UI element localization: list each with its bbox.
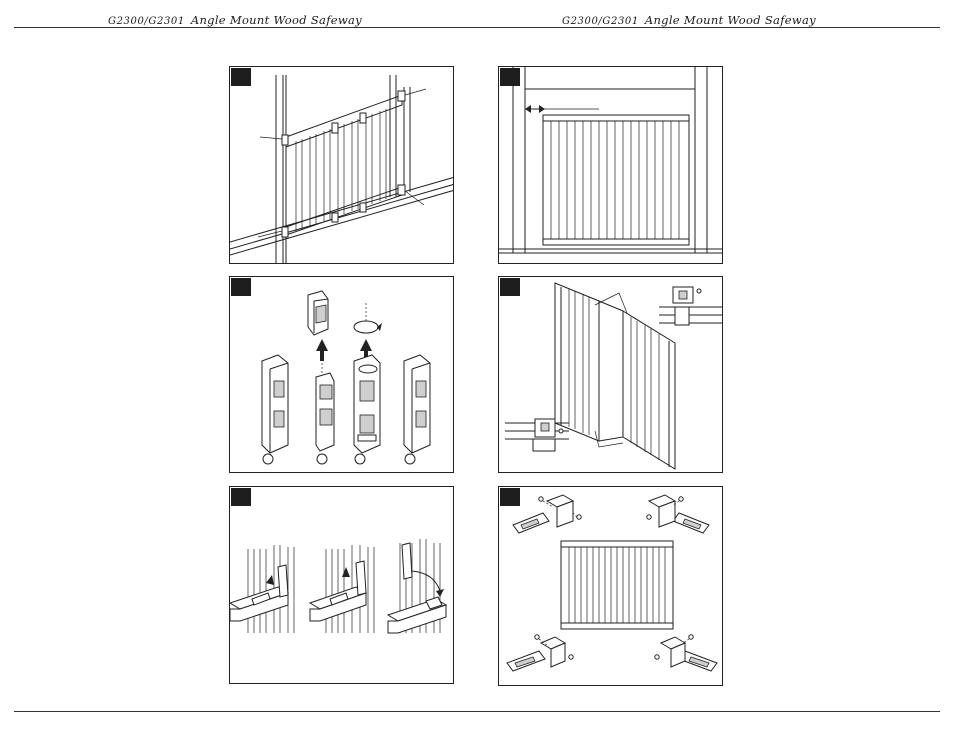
corner-bracket-bottom-right [655, 635, 717, 671]
illustration-folding-gate-brackets [499, 277, 723, 473]
bracket-inset-top [659, 287, 723, 325]
latch-view-2 [310, 545, 374, 633]
step-marker [500, 68, 520, 86]
header-model-number: G2300/G2301 [562, 16, 639, 27]
header-rule [14, 27, 940, 28]
illustration-angled-gate [230, 67, 454, 264]
illustration-latch-insertion [230, 487, 454, 684]
instruction-panel-1 [229, 66, 454, 264]
instruction-panel-3 [229, 486, 454, 684]
mount-view-2 [316, 373, 334, 464]
gap-measure-arrow [525, 105, 545, 113]
instruction-panel-4 [498, 66, 723, 264]
mount-view-3 [354, 355, 380, 464]
bracket-inset-bottom [505, 419, 569, 451]
page-header-left: G2300/G2301 Angle Mount Wood Safeway [108, 13, 362, 27]
step-marker [500, 488, 520, 506]
corner-bracket-top-left [513, 495, 581, 533]
illustration-corner-mount-exploded [499, 487, 723, 686]
instruction-panel-6 [498, 486, 723, 686]
corner-bracket-top-right [647, 495, 709, 533]
latch-view-3 [388, 539, 446, 633]
instruction-panel-5 [498, 276, 723, 473]
step-marker [231, 278, 251, 296]
corner-bracket-bottom-left [507, 635, 573, 671]
header-product-title: Angle Mount Wood Safeway [191, 13, 362, 27]
step-marker [231, 68, 251, 86]
mount-view-4 [404, 355, 430, 464]
page-header-right: G2300/G2301 Angle Mount Wood Safeway [562, 13, 816, 27]
header-model-number: G2300/G2301 [108, 16, 185, 27]
illustration-hinge-mount-assembly [230, 277, 454, 473]
footer-rule [14, 711, 940, 712]
instruction-panel-2 [229, 276, 454, 473]
step-marker [231, 488, 251, 506]
illustration-doorway-gap [499, 67, 723, 264]
mount-view-1 [262, 355, 288, 464]
latch-view-1 [230, 545, 294, 633]
step-marker [500, 278, 520, 296]
header-product-title: Angle Mount Wood Safeway [645, 13, 816, 27]
